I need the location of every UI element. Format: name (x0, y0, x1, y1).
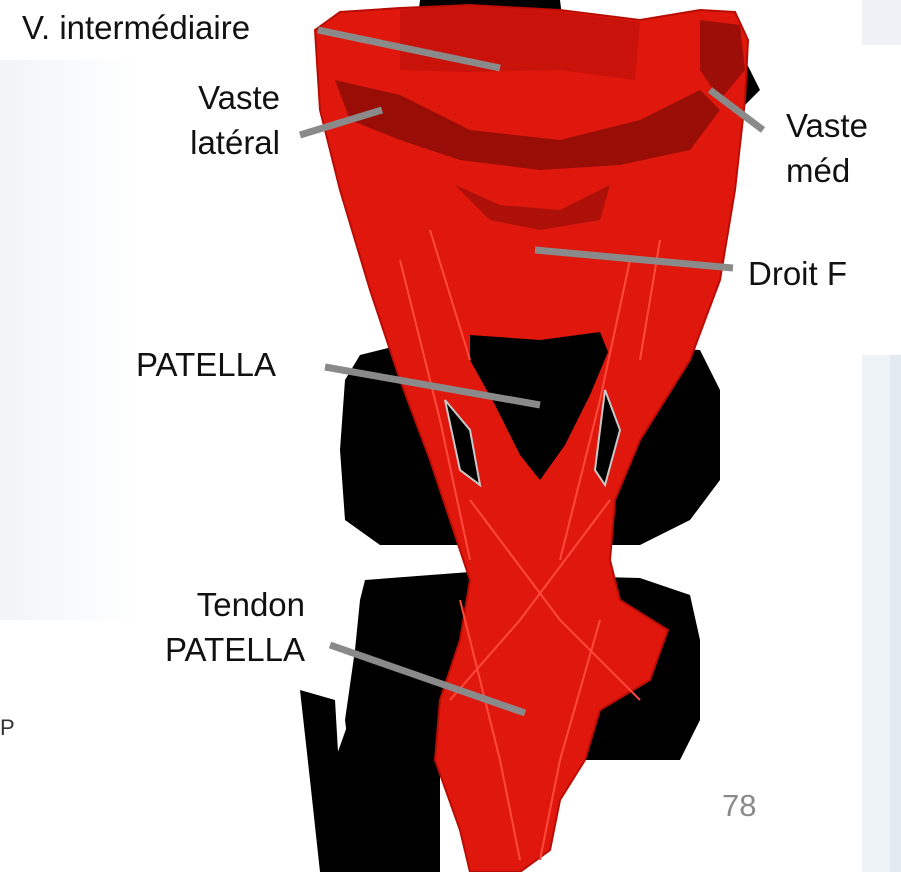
label-vaste-med-line2: méd (786, 151, 850, 191)
fibula-left (300, 690, 345, 872)
corner-glyph: P (0, 715, 15, 741)
label-patella: PATELLA (136, 345, 276, 385)
label-v-intermediaire: V. intermédiaire (22, 8, 250, 48)
label-vaste-lateral-line2: latéral (160, 123, 280, 163)
label-tendon-patella-line2: PATELLA (120, 630, 305, 670)
slide-number: 78 (722, 788, 756, 824)
tibia-shaft (335, 690, 440, 872)
label-vaste-lateral-line1: Vaste (160, 78, 280, 118)
label-tendon-patella-line1: Tendon (150, 585, 305, 625)
label-vaste-med-line1: Vaste (786, 106, 868, 146)
label-droit-f: Droit F (748, 254, 847, 294)
